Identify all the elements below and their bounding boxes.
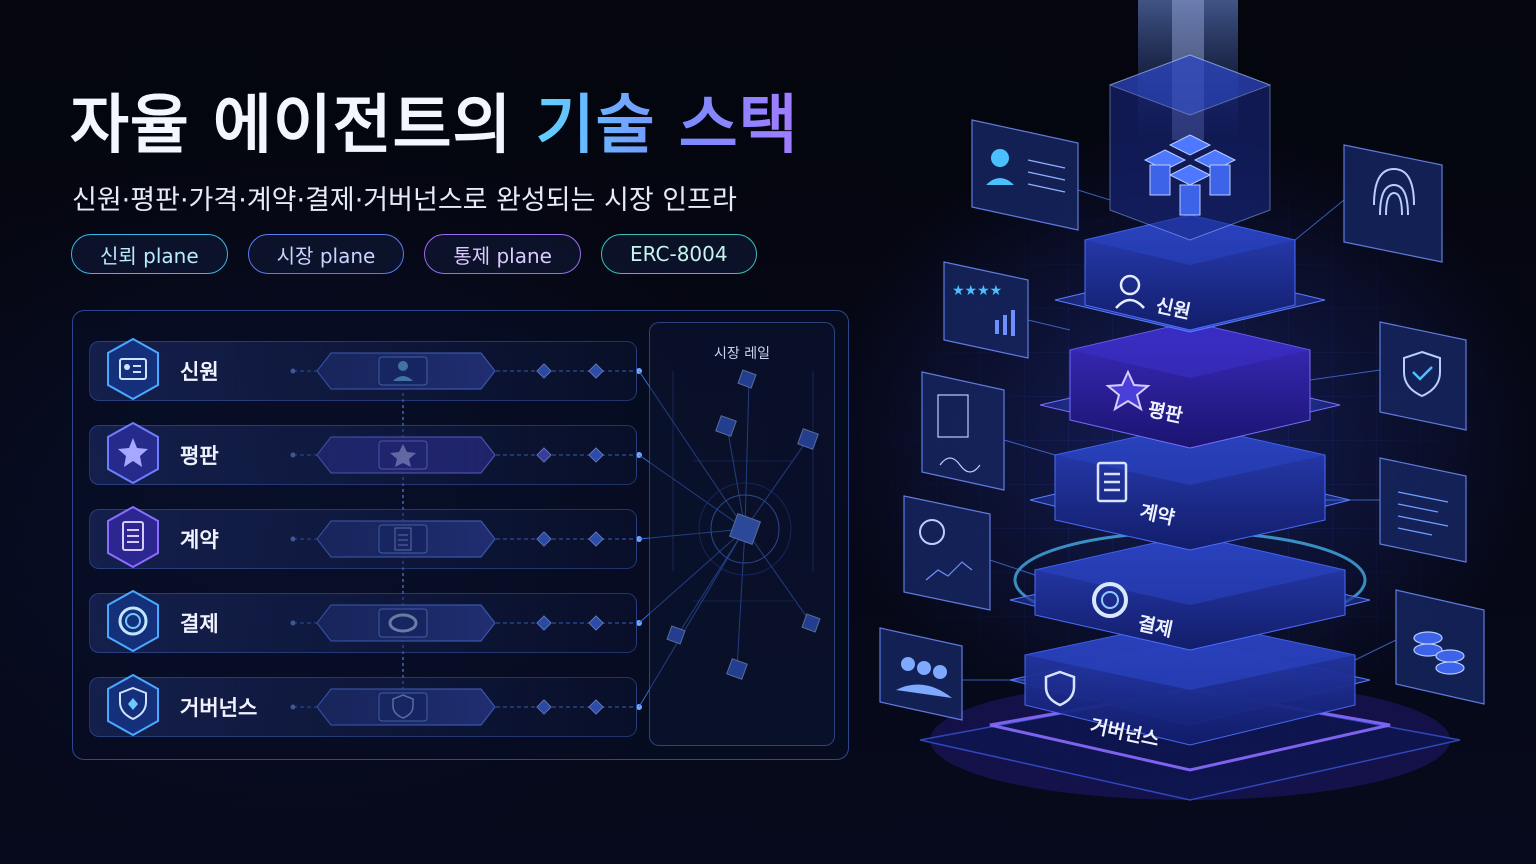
rating-chart-icon: ★★★★: [943, 261, 1029, 359]
user-icon: [1115, 274, 1145, 309]
title-part-1: 자율 에이전트의: [70, 89, 513, 163]
coin-icon: [1092, 582, 1128, 618]
shield-icon: [107, 673, 159, 737]
stack-diagram-panel: 신원 평판 계약 결제 거버넌스 시: [72, 310, 849, 760]
stack-row-reputation[interactable]: 평판: [89, 421, 637, 485]
users-group-icon: [879, 627, 963, 721]
document-icon: [1096, 461, 1128, 503]
tag-erc-8004[interactable]: ERC-8004: [600, 234, 757, 274]
star-icon: [107, 421, 159, 485]
id-card-icon: [107, 337, 159, 401]
title-part-2: 기술 스택: [535, 89, 799, 163]
stack-row-contract[interactable]: 계약: [89, 505, 637, 569]
star-icon: [1105, 369, 1151, 412]
page-title: 자율 에이전트의 기술 스택: [70, 74, 799, 166]
coin-stack-icon: [1395, 589, 1485, 705]
code-lines-icon: [1379, 457, 1467, 563]
stack-row-payment[interactable]: 결제: [89, 589, 637, 653]
tag-control-plane[interactable]: 통제 plane: [424, 234, 581, 274]
stack-row-label: 결제: [180, 612, 219, 636]
market-rail: 시장 레일: [649, 322, 835, 746]
tag-trust-plane[interactable]: 신뢰 plane: [71, 234, 228, 274]
stack-row-label: 평판: [180, 444, 219, 468]
svg-text:★★★★: ★★★★: [952, 283, 1002, 299]
stack-row-identity[interactable]: 신원: [89, 337, 637, 401]
stack-row-label: 계약: [180, 528, 219, 552]
side-cards: ★★★★: [879, 119, 1485, 721]
shield-icon: [1044, 670, 1076, 707]
stack-tower-illustration: ★★★★: [879, 0, 1485, 801]
page-subtitle: 신원·평판·가격·계약·결제·거버넌스로 완성되는 시장 인프라: [72, 185, 737, 216]
tag-market-plane[interactable]: 시장 plane: [247, 234, 405, 274]
market-rail-title: 시장 레일: [714, 346, 770, 362]
profile-card-icon: [971, 119, 1079, 231]
shield-check-icon: [1379, 321, 1467, 431]
stack-row-label: 거버넌스: [180, 696, 258, 720]
signed-contract-icon: [921, 371, 1005, 491]
stack-row-governance[interactable]: 거버넌스: [89, 673, 637, 737]
stack-row-label: 신원: [180, 360, 219, 384]
coin-icon: [107, 589, 159, 653]
plane-tags: 신뢰 plane 시장 plane 통제 plane ERC-8004: [71, 234, 757, 274]
document-icon: [107, 505, 159, 569]
dollar-chart-icon: [903, 495, 991, 611]
fingerprint-icon: [1343, 144, 1443, 263]
